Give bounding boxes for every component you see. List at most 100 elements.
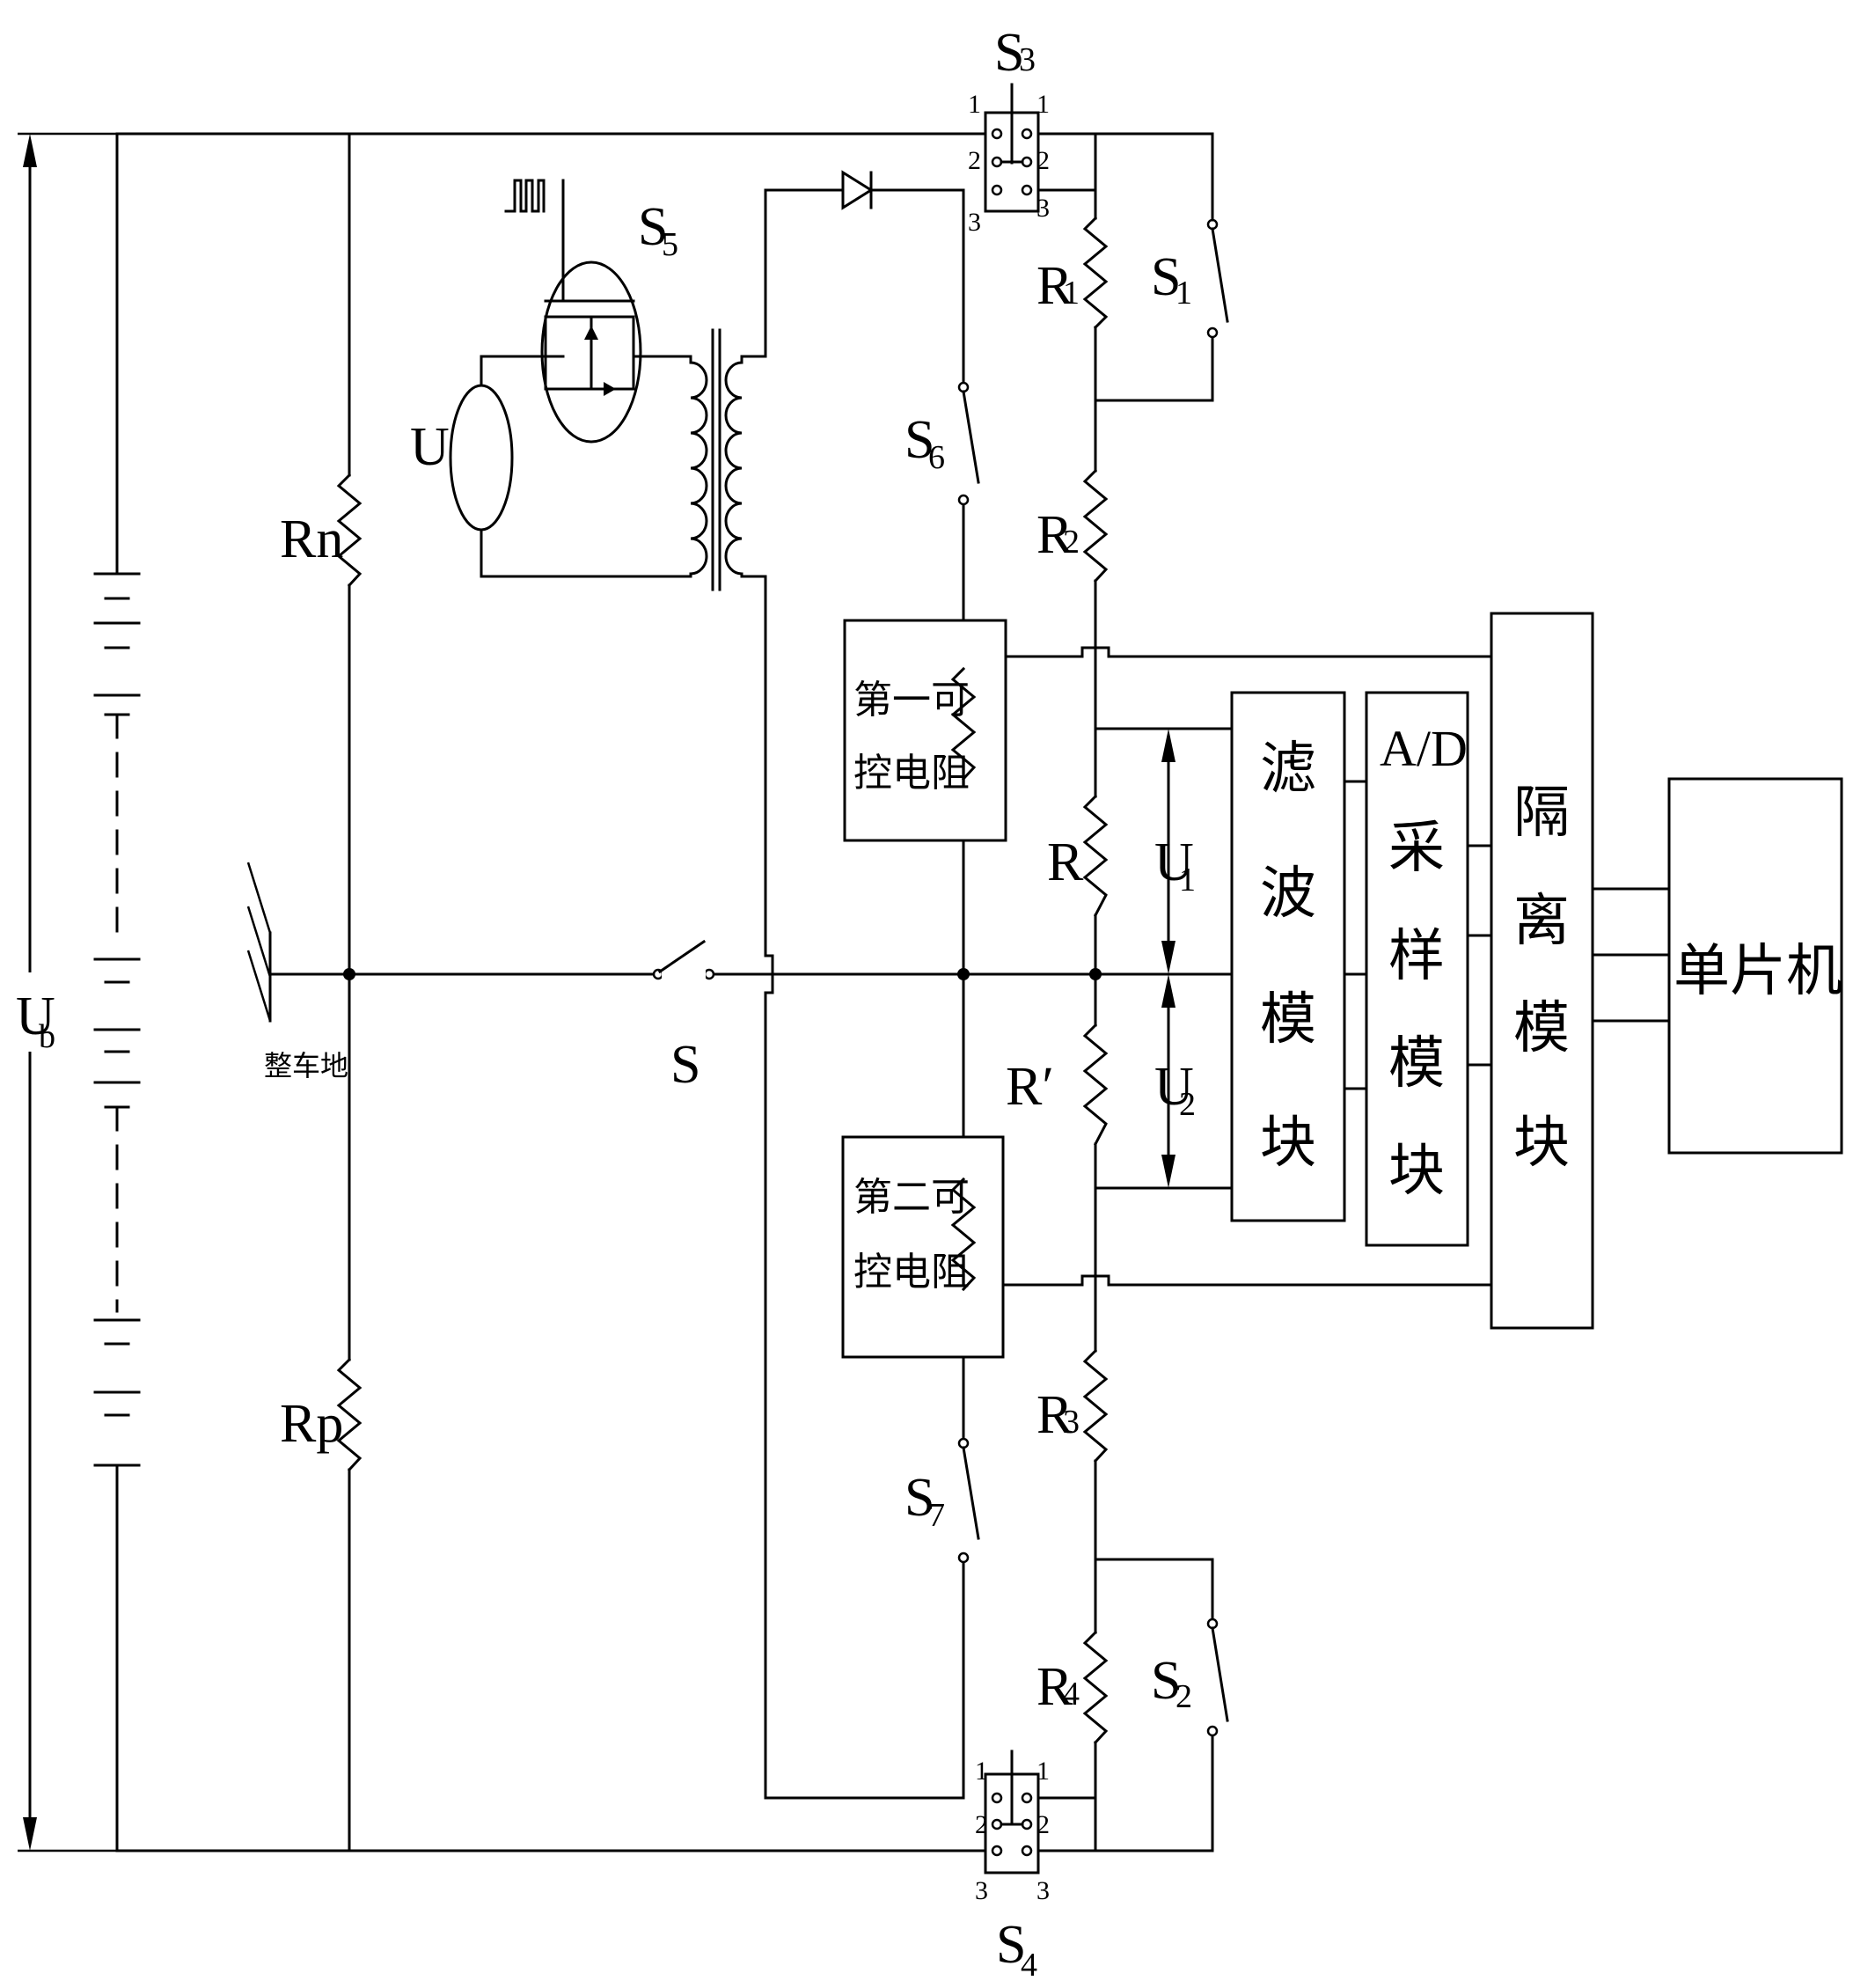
r3-resistor: R 3 bbox=[1036, 1348, 1109, 1463]
ad-sampling-module: A/D 采 样 模 块 bbox=[1365, 691, 1469, 1247]
switch-s7: S 7 bbox=[905, 1437, 980, 1564]
u2-label-subscript: 2 bbox=[1179, 1086, 1196, 1123]
s4-pin-label: 3 bbox=[975, 1876, 988, 1905]
chassis-ground-symbol: 整车地 bbox=[246, 862, 348, 1082]
r1-label: R bbox=[1036, 256, 1073, 316]
switch-s: S bbox=[652, 939, 715, 1095]
s5-label: S bbox=[638, 197, 668, 257]
s1-label: S bbox=[1151, 247, 1181, 307]
switch-s1: S 1 bbox=[1151, 216, 1229, 339]
s4-pin-label: 1 bbox=[975, 1757, 988, 1786]
s4-pin-label: 1 bbox=[1036, 1757, 1050, 1786]
isolation-module: 隔 离 模 块 bbox=[1490, 612, 1594, 1330]
filter-module: 滤 波 模 块 bbox=[1230, 691, 1346, 1222]
ad-module-title: A/D bbox=[1380, 720, 1468, 777]
r-prime-label: R′ bbox=[1006, 1057, 1054, 1117]
junction-dot bbox=[957, 968, 970, 980]
source-u: U bbox=[410, 355, 692, 578]
switch-s3: 1 2 3 1 2 3 S 3 bbox=[968, 23, 1050, 237]
s4-pin-label: 2 bbox=[975, 1810, 988, 1839]
filter-module-char: 模 bbox=[1260, 987, 1316, 1053]
s5-label-subscript: 5 bbox=[662, 226, 678, 263]
r4-label-subscript: 4 bbox=[1063, 1676, 1080, 1713]
rp-resistor: Rp bbox=[280, 1357, 363, 1472]
r2-label-subscript: 2 bbox=[1063, 524, 1080, 561]
filter-module-char: 波 bbox=[1260, 862, 1316, 927]
chassis-ground-label: 整车地 bbox=[264, 1049, 348, 1082]
rp-label: Rp bbox=[280, 1394, 343, 1454]
mcu-module: 单片机 bbox=[1667, 777, 1843, 1155]
r3-label-subscript: 3 bbox=[1063, 1404, 1080, 1441]
s3-label-subscript: 3 bbox=[1019, 41, 1036, 78]
second-controllable-resistor-line1: 第二可 bbox=[853, 1175, 970, 1220]
diode bbox=[841, 170, 874, 210]
filter-module-char: 块 bbox=[1260, 1111, 1316, 1176]
transformer bbox=[689, 328, 743, 591]
first-controllable-resistor-line1: 第一可 bbox=[853, 678, 970, 723]
first-controllable-resistor-line2: 控电阻 bbox=[853, 751, 970, 796]
r-prime-resistor: R′ bbox=[1006, 1023, 1109, 1147]
switch-s2: S 2 bbox=[1151, 1618, 1229, 1737]
switch-s4: 1 2 3 1 2 3 S 4 bbox=[975, 1750, 1050, 1984]
r-resistor: R bbox=[1047, 794, 1109, 918]
u2-label: U bbox=[1154, 1057, 1194, 1117]
battery-pack bbox=[93, 572, 141, 1467]
u1-arrow: U 1 bbox=[1154, 729, 1196, 974]
ub-label: U bbox=[16, 987, 55, 1046]
second-controllable-resistor-line2: 控电阻 bbox=[853, 1250, 970, 1295]
switch-s6: S 6 bbox=[905, 381, 980, 506]
u1-label: U bbox=[1154, 833, 1194, 892]
mcu-label: 单片机 bbox=[1674, 939, 1842, 1004]
first-controllable-resistor: 第一可 控电阻 bbox=[843, 619, 1007, 842]
mosfet-s5: S 5 bbox=[504, 179, 692, 444]
s3-pin-label: 3 bbox=[1036, 194, 1050, 223]
s4-pin-label: 3 bbox=[1036, 1876, 1050, 1905]
switch-s-label: S bbox=[670, 1035, 700, 1095]
s2-label: S bbox=[1151, 1651, 1181, 1711]
r4-label: R bbox=[1036, 1657, 1073, 1717]
isolation-module-char: 离 bbox=[1513, 889, 1570, 954]
s4-label-subscript: 4 bbox=[1021, 1947, 1037, 1984]
r-label: R bbox=[1047, 833, 1084, 892]
second-controllable-resistor: 第二可 控电阻 bbox=[841, 1135, 1005, 1359]
isolation-module-char: 模 bbox=[1513, 996, 1570, 1061]
ub-label-subscript: b bbox=[39, 1018, 55, 1055]
s7-label-subscript: 7 bbox=[928, 1497, 945, 1534]
s1-label-subscript: 1 bbox=[1176, 275, 1192, 312]
ad-module-char: 块 bbox=[1388, 1139, 1445, 1204]
s3-label: S bbox=[994, 23, 1024, 83]
s6-label-subscript: 6 bbox=[928, 439, 945, 476]
isolation-module-char: 隔 bbox=[1513, 781, 1570, 846]
junctions bbox=[343, 968, 1102, 980]
ad-module-char: 样 bbox=[1388, 924, 1445, 989]
s4-pin-label: 2 bbox=[1036, 1810, 1050, 1839]
s3-pin-label: 1 bbox=[968, 90, 981, 119]
isolation-module-char: 块 bbox=[1513, 1111, 1570, 1176]
r4-resistor: R 4 bbox=[1036, 1630, 1109, 1745]
ad-module-char: 采 bbox=[1388, 816, 1445, 881]
s3-pin-label: 1 bbox=[1036, 90, 1050, 119]
filter-module-char: 滤 bbox=[1260, 737, 1316, 802]
rn-resistor: Rn bbox=[280, 473, 363, 588]
r2-resistor: R 2 bbox=[1036, 468, 1109, 583]
s4-label: S bbox=[996, 1915, 1026, 1975]
ad-module-char: 模 bbox=[1388, 1031, 1445, 1097]
u1-label-subscript: 1 bbox=[1179, 862, 1196, 899]
s7-label: S bbox=[905, 1468, 934, 1528]
s2-label-subscript: 2 bbox=[1176, 1678, 1192, 1715]
junction-dot bbox=[343, 968, 355, 980]
r2-label: R bbox=[1036, 505, 1073, 565]
rn-label: Rn bbox=[280, 510, 343, 569]
junction-dot bbox=[1089, 968, 1102, 980]
r1-resistor: R 1 bbox=[1036, 216, 1109, 330]
s3-pin-label: 2 bbox=[968, 146, 981, 175]
s6-label: S bbox=[905, 410, 934, 470]
ub-voltage-arrow: U b bbox=[11, 132, 117, 1852]
u2-arrow: U 2 bbox=[1154, 974, 1196, 1188]
r3-label: R bbox=[1036, 1385, 1073, 1445]
s3-pin-label: 2 bbox=[1036, 146, 1050, 175]
s3-pin-label: 3 bbox=[968, 208, 981, 237]
source-u-label: U bbox=[410, 417, 450, 477]
r1-label-subscript: 1 bbox=[1063, 275, 1080, 312]
